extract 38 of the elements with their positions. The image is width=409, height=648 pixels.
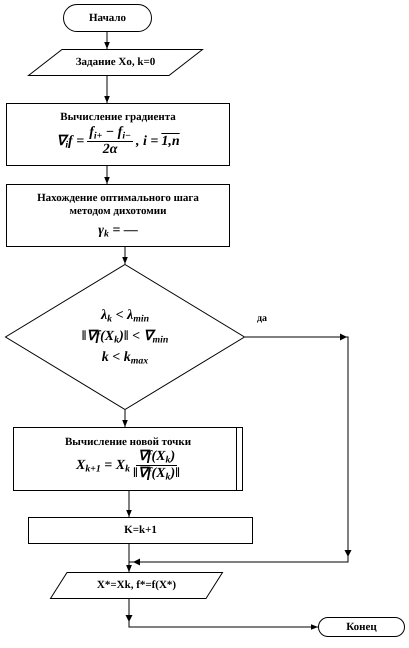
formula-text: ∇$_{i}$f = — [56, 134, 84, 150]
process-box — [28, 517, 253, 544]
io-parallelogram — [28, 49, 203, 76]
formula-text: f$_{i+}$ − f$_{i−}$ — [87, 125, 133, 142]
formula-text: X$_{k+1}$ = X$_{k}$ — [76, 458, 130, 474]
arrow — [122, 410, 128, 428]
formula-text: , i = — [136, 134, 158, 150]
arrow — [104, 166, 110, 184]
arrow — [104, 32, 110, 50]
process-box — [6, 184, 230, 247]
node-label: K=k+1 — [124, 524, 157, 537]
arrow — [122, 246, 128, 264]
arrow — [126, 334, 352, 572]
decision-diamond — [5, 264, 245, 410]
io-parallelogram — [50, 572, 223, 599]
node-label: Нахождение оптимального шага методом дихотомии — [36, 192, 200, 218]
terminal-shape — [318, 617, 405, 637]
arrow — [126, 490, 132, 518]
formula-text: 1,n — [161, 134, 180, 150]
formula-text: 2α — [102, 142, 118, 158]
node-label: Вычисление новой точки — [64, 436, 192, 448]
condition-text: λ$_{k}$ < λ$_{min}$ — [100, 308, 150, 324]
node-label: Задание Xo, k=0 — [76, 56, 156, 69]
formula-text: ∇f(X$_{k}$) — [136, 449, 178, 466]
arrow — [126, 598, 318, 630]
condition-text: ‖∇f(X$_{k}$)‖ < ∇$_{min}$ — [82, 328, 168, 346]
formula-text: γ$_{k}$ = — — [98, 222, 138, 239]
node-label: Конец — [346, 620, 377, 634]
node-label: Начало — [88, 12, 126, 24]
terminal-shape — [63, 4, 152, 32]
arrow — [104, 76, 110, 104]
condition-text: k < k$_{max}$ — [102, 350, 148, 366]
edge-label: да — [256, 313, 268, 324]
node-label: Вычисление градиента — [60, 110, 176, 124]
process-box — [6, 103, 230, 166]
subprocess-box — [13, 427, 243, 491]
node-label: X*=Xk, f*=f(X*) — [96, 579, 176, 592]
formula-text: ‖∇f(X$_{k}$)‖ — [133, 466, 180, 482]
